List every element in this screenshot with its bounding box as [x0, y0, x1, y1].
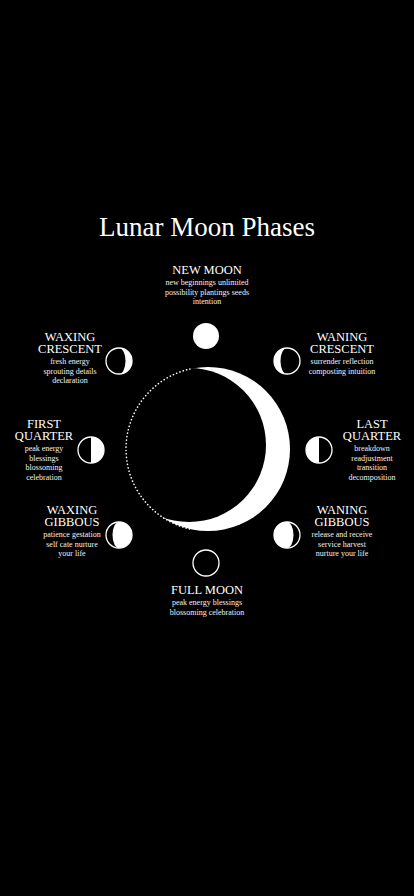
phase-node: FIRST QUARTERpeak energy blessings bloss… — [9, 418, 79, 482]
moon-disc — [78, 437, 104, 463]
phase-heading: FIRST QUARTER — [9, 418, 79, 442]
moon-disc — [306, 437, 332, 463]
moon-icon — [272, 520, 302, 550]
phase-node: WAXING GIBBOUSpatience gestation self ca… — [37, 504, 107, 559]
phase-heading: WAXING CRESCENT — [35, 331, 105, 355]
phase-node: LAST QUARTERbreakdown readjustment trans… — [340, 418, 404, 482]
phase-keywords: peak energy blessings blossoming celebra… — [165, 598, 249, 617]
moon-disc — [274, 522, 300, 548]
phase-heading: LAST QUARTER — [340, 418, 404, 442]
moon-icon — [304, 435, 334, 465]
moon-icon — [272, 346, 302, 376]
moon-lit-part — [91, 437, 104, 463]
diagram-title: Lunar Moon Phases — [0, 211, 414, 243]
phase-node: WANING GIBBOUSrelease and receive servic… — [307, 504, 377, 559]
moon-disc — [106, 348, 132, 374]
phase-heading: WANING CRESCENT — [307, 331, 377, 355]
dotted-arc — [126, 369, 190, 529]
moon-lit-part — [306, 437, 319, 463]
moon-lit-part — [274, 348, 287, 374]
moon-disc — [274, 348, 300, 374]
phase-node: NEW MOON new beginnings unlimited possibi… — [142, 264, 272, 307]
moon-disc — [193, 323, 219, 349]
moon-icon — [191, 321, 221, 351]
phase-keywords: peak energy blessings blossoming celebra… — [10, 444, 78, 482]
phase-heading: NEW MOON — [142, 264, 272, 276]
phase-heading: WAXING GIBBOUS — [37, 504, 107, 528]
phase-heading: FULL MOON — [142, 584, 272, 596]
phase-keywords: release and receive service harvest nurt… — [307, 530, 377, 559]
phase-keywords: patience gestation self cate nurture you… — [38, 530, 106, 559]
crescent-moon — [112, 368, 266, 522]
phase-keywords: surrender reflection composting intuitio… — [308, 357, 376, 376]
phase-node: WANING CRESCENT surrender reflection comp… — [307, 331, 377, 376]
moon-icon — [104, 346, 134, 376]
moon-icon — [191, 548, 221, 578]
moon-icon — [104, 520, 134, 550]
moon-lit-part — [274, 522, 294, 548]
moon-disc — [193, 550, 219, 576]
moon-disc — [106, 522, 132, 548]
phase-node: WAXING CRESCENTfresh energy sprouting de… — [35, 331, 105, 386]
phase-heading: WANING GIBBOUS — [307, 504, 377, 528]
moon-lit-part — [113, 522, 133, 548]
phase-node: FULL MOON peak energy blessings blossomin… — [142, 584, 272, 617]
phase-keywords: breakdown readjustment transition decomp… — [340, 444, 404, 482]
phase-keywords: new beginnings unlimited possibility pla… — [165, 278, 249, 307]
moon-icon — [76, 435, 106, 465]
phase-keywords: fresh energy sprouting details declarati… — [36, 357, 104, 386]
moon-lit-part — [119, 348, 132, 374]
